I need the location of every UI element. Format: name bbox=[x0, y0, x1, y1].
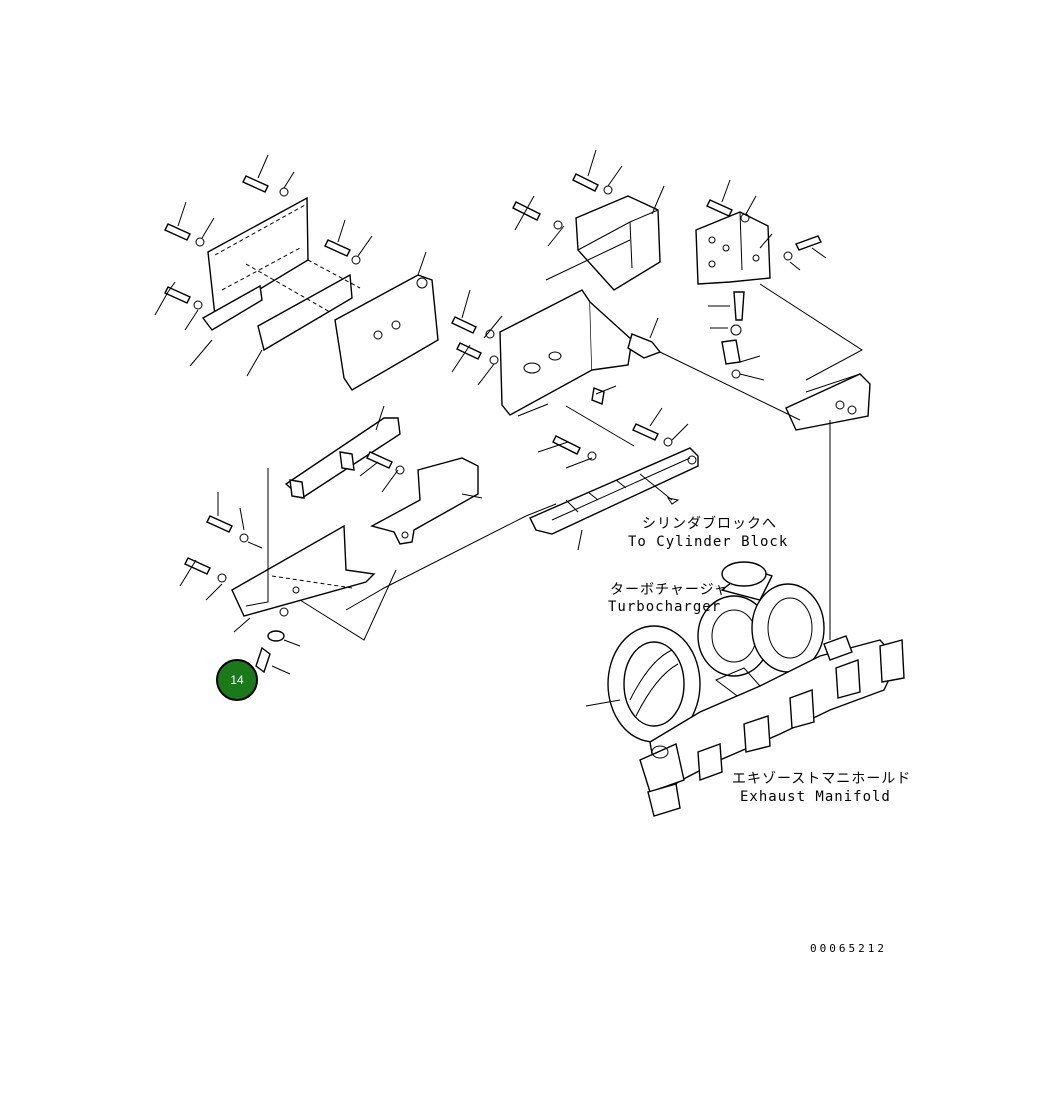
cylinder-block-label-jp: シリンダブロックへ bbox=[642, 515, 777, 532]
cylinder-block-label-en: To Cylinder Block bbox=[628, 534, 788, 550]
bolt-icon bbox=[366, 451, 405, 475]
turbocharger-label-en: Turbocharger bbox=[608, 599, 721, 615]
exhaust-manifold-label-jp: エキゾーストマニホールド bbox=[732, 771, 911, 787]
bolt-icon bbox=[572, 173, 613, 195]
bolt-icon bbox=[552, 435, 597, 461]
bolt-icon bbox=[456, 342, 499, 365]
bolt-icon bbox=[706, 199, 750, 223]
rail-assembly bbox=[529, 405, 699, 551]
bolt-icon bbox=[632, 423, 673, 447]
turbocharger-icon bbox=[585, 561, 825, 743]
drawing-number: 00065212 bbox=[810, 942, 887, 955]
bolt-icon bbox=[184, 557, 227, 583]
upper-right-bracket-assembly bbox=[659, 179, 871, 640]
bolt-icon bbox=[783, 235, 822, 261]
callout-circle[interactable] bbox=[216, 659, 258, 701]
bolt-icon bbox=[206, 515, 249, 543]
washer-icon bbox=[267, 630, 285, 642]
bolt-icon bbox=[255, 646, 271, 674]
turbocharger-label-jp: ターボチャージャ bbox=[610, 582, 729, 598]
upper-middle-bracket-assembly bbox=[451, 149, 665, 417]
callout-badge-14[interactable]: 14 bbox=[216, 659, 258, 701]
callout-number[interactable]: 14 bbox=[230, 673, 244, 687]
exhaust-manifold-icon bbox=[639, 635, 905, 817]
upper-left-bracket-assembly bbox=[154, 154, 439, 391]
exhaust-manifold-label-en: Exhaust Manifold bbox=[740, 789, 891, 805]
bolt-icon bbox=[451, 316, 495, 339]
bolt-icon bbox=[164, 223, 205, 247]
bolt-icon bbox=[164, 286, 203, 310]
bolt-icon bbox=[512, 201, 563, 230]
bolt-icon bbox=[242, 175, 289, 197]
bolt-icon bbox=[324, 239, 361, 265]
middle-left-bracket-assembly bbox=[179, 405, 557, 675]
